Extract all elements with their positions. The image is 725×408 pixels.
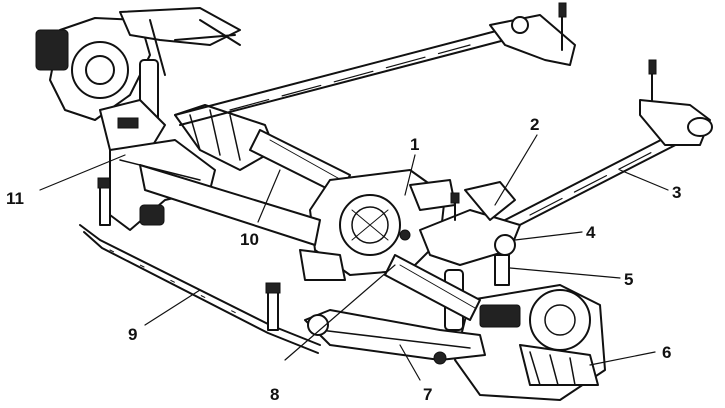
left-hub-assembly [35,7,241,151]
callout-6: 6 [662,343,671,362]
lower-control-arm [304,309,486,365]
callout-1: 1 [410,135,419,154]
callout-11: 11 [6,189,24,208]
upper-tie-rod [174,2,576,126]
callout-10: 10 [240,230,259,249]
left-lower-arm [109,139,321,246]
callout-5: 5 [624,270,633,289]
callout-4: 4 [586,223,596,242]
right-hub-assembly [454,284,606,401]
right-tie-rod [504,59,713,231]
callout-labels: 1 2 3 4 5 6 7 8 9 10 11 [6,115,681,404]
callout-7: 7 [423,385,432,404]
leader-lines [39,134,669,381]
callout-8: 8 [270,385,279,404]
drive-shaft-right [384,254,481,321]
callout-3: 3 [672,183,681,202]
drive-shaft-left [174,104,351,196]
differential-housing [299,169,456,281]
callout-9: 9 [128,325,137,344]
callout-2: 2 [530,115,539,134]
